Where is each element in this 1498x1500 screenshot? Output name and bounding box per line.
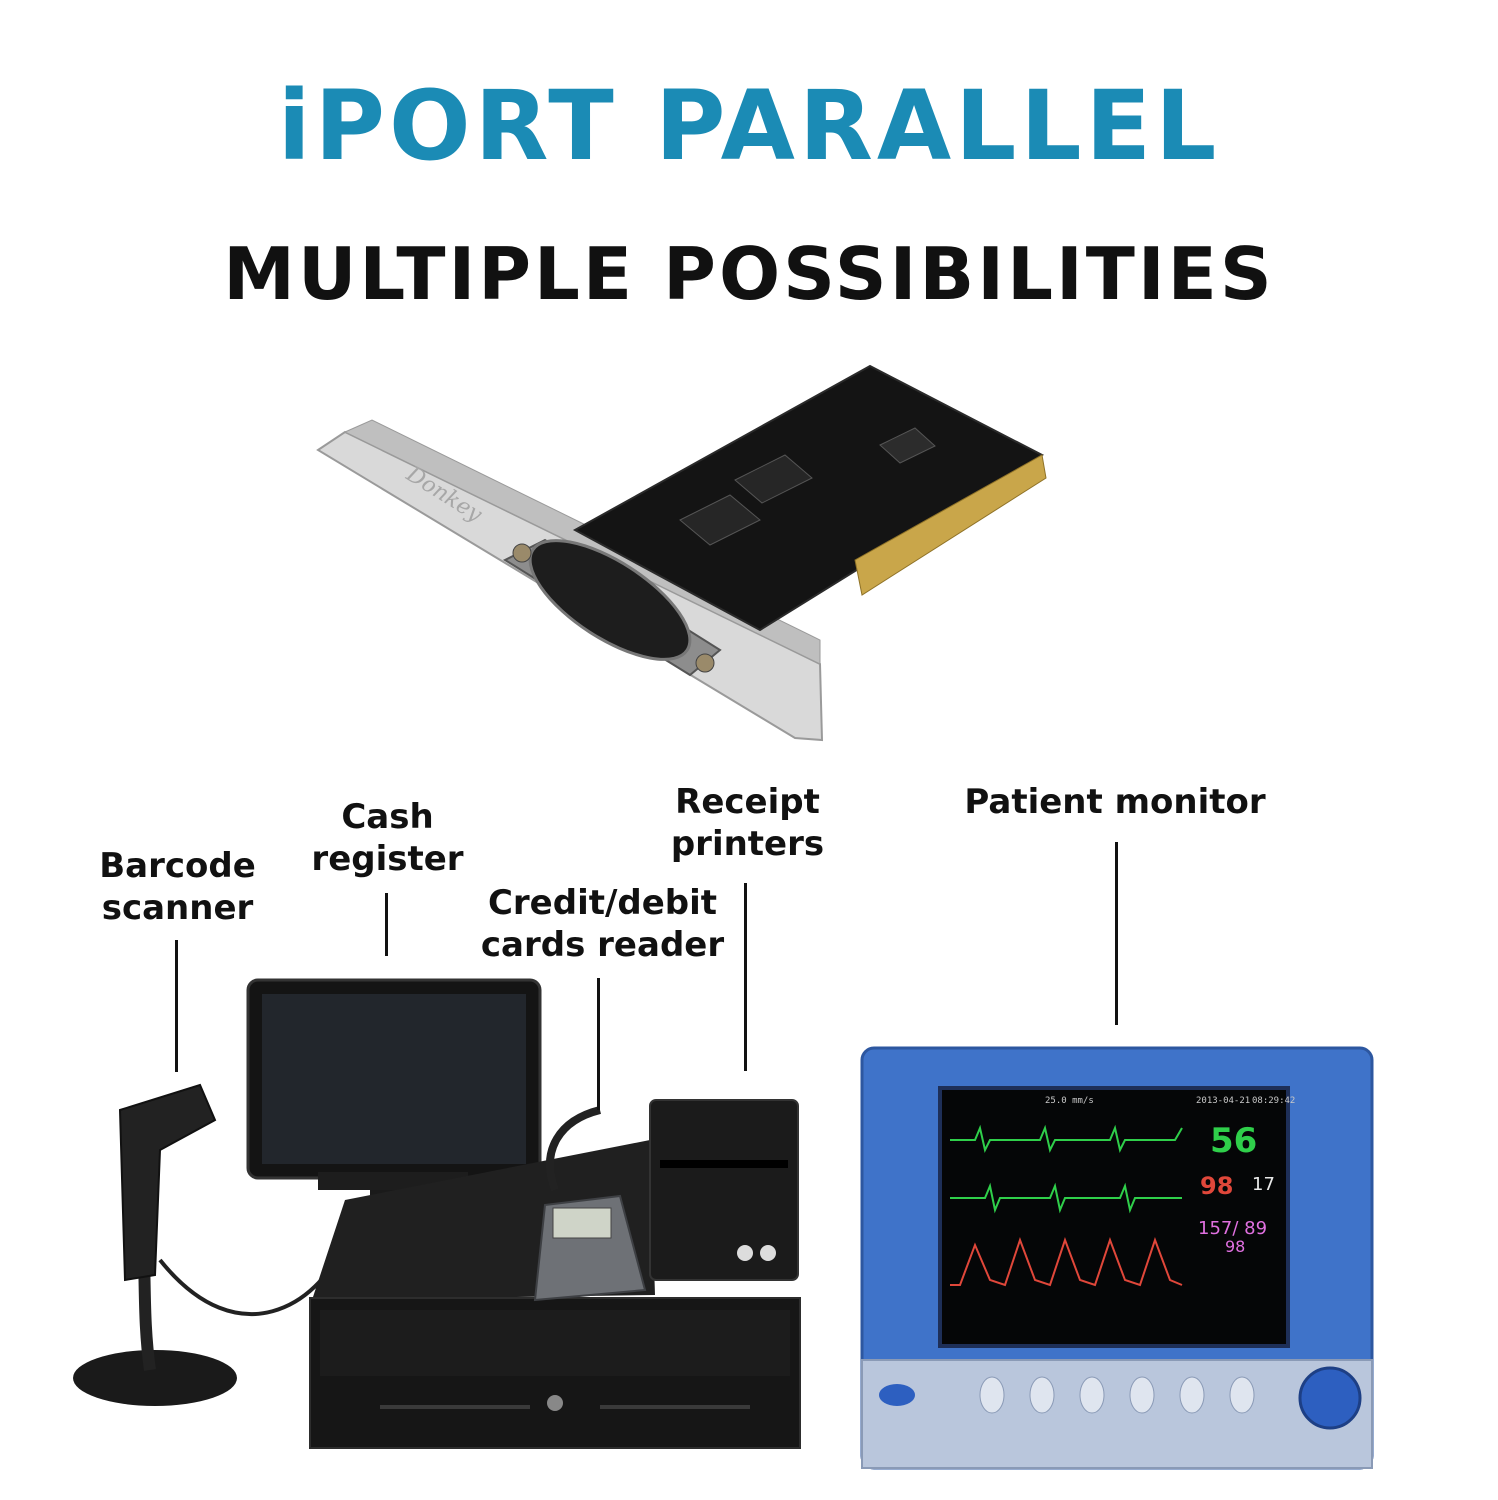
leader-line-cash-register bbox=[385, 893, 388, 956]
label-patient-monitor: Patient monitor bbox=[964, 782, 1266, 822]
barcode-scanner-device bbox=[73, 1083, 342, 1406]
receipt-printer-device bbox=[649, 1099, 799, 1281]
patient-monitor-device: 56 98 17 157/ 89 98 2013-04-21 08:29:42 … bbox=[860, 1046, 1374, 1470]
leader-line-receipt-printers bbox=[744, 883, 747, 1071]
label-receipt-printers: Receipt printers bbox=[670, 782, 825, 864]
page-title: iPORT PARALLEL bbox=[277, 70, 1221, 182]
monitor-time: 08:29:42 bbox=[1252, 1096, 1295, 1106]
pci-parallel-card: Donkey bbox=[316, 364, 1047, 742]
page-subtitle: MULTIPLE POSSIBILITIES bbox=[223, 232, 1275, 316]
ecg-wave-1 bbox=[950, 1124, 1183, 1153]
controller-chip bbox=[879, 427, 936, 464]
nibp-value: 157/ 89 bbox=[1198, 1218, 1267, 1239]
spo2-wave bbox=[950, 1237, 1183, 1287]
heart-rate-value: 56 bbox=[1210, 1121, 1257, 1161]
leader-line-card-reader bbox=[597, 978, 600, 1110]
pci-edge-connector bbox=[854, 454, 1047, 596]
monitor-date: 2013-04-21 bbox=[1196, 1096, 1250, 1106]
leader-line-barcode-scanner bbox=[175, 940, 178, 1072]
nibp-mean-value: 98 bbox=[1225, 1237, 1245, 1256]
monitor-knob bbox=[1298, 1366, 1362, 1430]
resp-value: 17 bbox=[1252, 1174, 1275, 1195]
label-barcode-scanner: Barcode scanner bbox=[99, 846, 256, 928]
leader-line-patient-monitor bbox=[1115, 842, 1118, 1025]
card-reader-device bbox=[533, 1106, 647, 1302]
label-cash-register: Cash register bbox=[311, 797, 464, 879]
monitor-sweep-speed: 25.0 mm/s bbox=[1045, 1096, 1094, 1106]
label-card-reader: Credit/debit cards reader bbox=[480, 883, 725, 965]
db25-connector bbox=[502, 538, 722, 677]
spo2-value: 98 bbox=[1200, 1172, 1233, 1200]
ecg-wave-2 bbox=[950, 1182, 1182, 1214]
